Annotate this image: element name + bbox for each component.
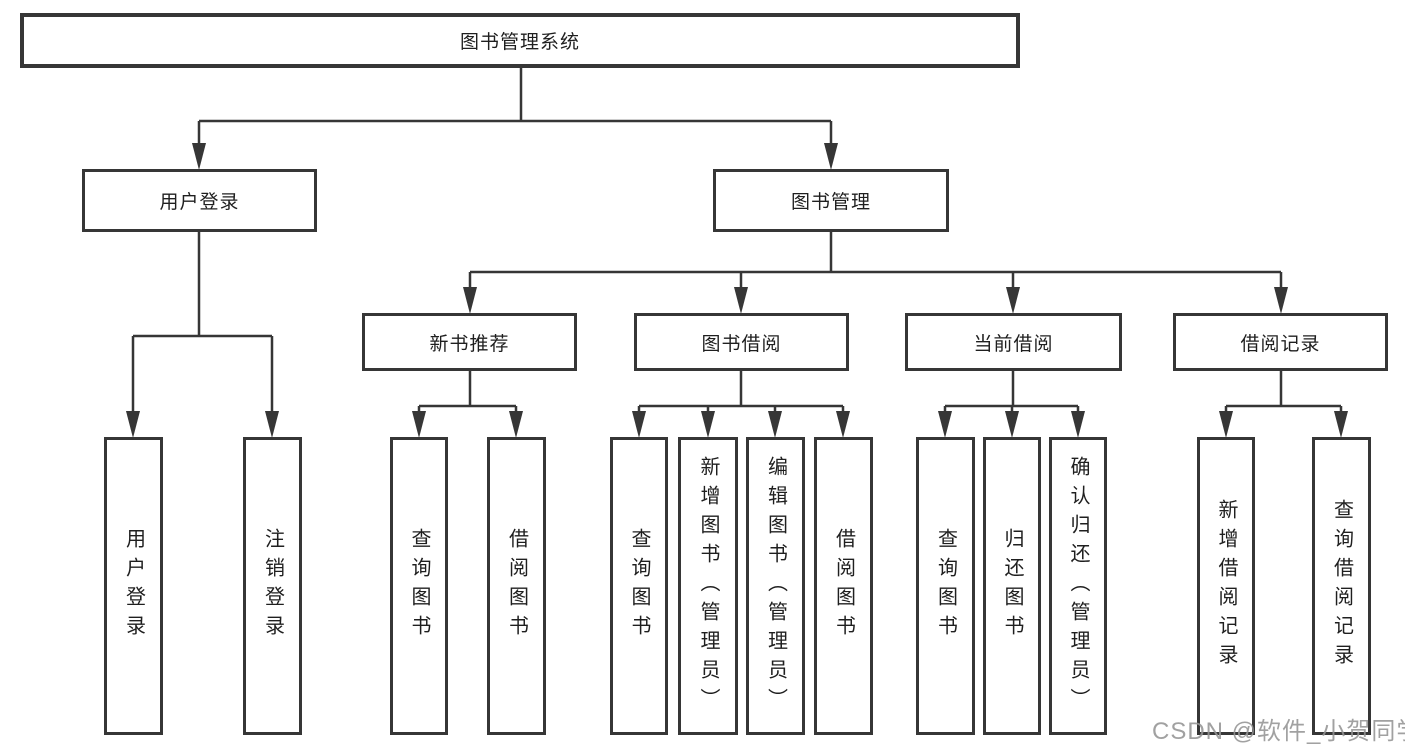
arrow-icon: [1071, 411, 1085, 438]
arrow-icon: [463, 287, 477, 314]
arrow-icon: [1006, 287, 1020, 314]
node-book-borrowing: 图书借阅: [634, 313, 849, 371]
node-label: 查询图书: [408, 528, 430, 644]
leaf-edit-books-admin: 编辑图书（管理员）: [746, 437, 805, 735]
arrow-icon: [265, 411, 279, 438]
leaf-query-borrow-record: 查询借阅记录: [1312, 437, 1371, 735]
node-label: 借阅图书: [832, 528, 855, 644]
node-label: 当前借阅: [973, 333, 1054, 355]
arrow-icon: [938, 411, 952, 438]
arrow-icon: [412, 411, 426, 438]
node-label: 用户登录: [122, 528, 145, 644]
node-label: 确认归还（管理员）: [1067, 455, 1089, 717]
leaf-borrow-books-2: 借阅图书: [814, 437, 873, 735]
arrow-icon: [1005, 411, 1019, 438]
arrow-icon: [1334, 411, 1348, 438]
node-label: 借阅图书: [505, 528, 528, 644]
arrow-icon: [734, 287, 748, 314]
leaf-query-books-3: 查询图书: [916, 437, 975, 735]
arrow-icon: [701, 411, 715, 438]
leaf-logout: 注销登录: [243, 437, 302, 735]
node-user-login: 用户登录: [82, 169, 317, 232]
leaf-query-books-2: 查询图书: [610, 437, 668, 735]
node-book-management: 图书管理: [713, 169, 949, 232]
node-root: 图书管理系统: [20, 13, 1020, 68]
node-label: 归还图书: [1001, 528, 1023, 644]
leaf-return-books: 归还图书: [983, 437, 1041, 735]
node-label: 查询图书: [628, 528, 650, 644]
leaf-confirm-return-admin: 确认归还（管理员）: [1049, 437, 1107, 735]
arrow-icon: [126, 411, 140, 438]
leaf-add-books-admin: 新增图书（管理员）: [678, 437, 738, 735]
node-label: 图书管理: [790, 192, 871, 213]
connector-borrowing-records-branch: [1224, 371, 1343, 414]
connector-current-borrowing-branch: [943, 371, 1080, 414]
connector-new-book-branch: [417, 371, 518, 414]
arrow-icon: [1219, 411, 1233, 438]
csdn-watermark: CSDN @软件_小贺同学: [1152, 718, 1405, 745]
node-label: 查询图书: [934, 528, 957, 644]
arrow-icon: [632, 411, 646, 438]
node-label: 注销登录: [261, 528, 284, 644]
arrow-icon: [824, 143, 838, 170]
node-label: 编辑图书（管理员）: [764, 455, 787, 717]
leaf-query-books-1: 查询图书: [390, 437, 448, 735]
connector-book-borrowing-branch: [637, 371, 845, 414]
node-label: 新增借阅记录: [1215, 499, 1237, 673]
node-new-book-recommend: 新书推荐: [362, 313, 577, 371]
node-label: 新增图书（管理员）: [697, 455, 719, 717]
leaf-add-borrow-record: 新增借阅记录: [1197, 437, 1255, 735]
arrow-icon: [509, 411, 523, 438]
node-root-label: 图书管理系统: [459, 32, 580, 53]
leaf-borrow-books-1: 借阅图书: [487, 437, 546, 735]
connector-book-management-branch: [468, 232, 1283, 290]
node-label: 新书推荐: [429, 333, 510, 355]
leaf-user-login: 用户登录: [104, 437, 163, 735]
connector-root-to-level2: [197, 68, 833, 146]
node-current-borrowing: 当前借阅: [905, 313, 1122, 371]
arrow-icon: [768, 411, 782, 438]
connector-user-login-branch: [131, 232, 274, 414]
node-label: 图书借阅: [701, 333, 782, 355]
node-borrowing-records: 借阅记录: [1173, 313, 1388, 371]
node-label: 用户登录: [159, 192, 240, 213]
arrow-icon: [836, 411, 850, 438]
arrow-icon: [192, 143, 206, 170]
arrowheads: [126, 143, 1348, 438]
node-label: 借阅记录: [1240, 333, 1321, 355]
arrow-icon: [1274, 287, 1288, 314]
node-label: 查询借阅记录: [1330, 499, 1353, 673]
